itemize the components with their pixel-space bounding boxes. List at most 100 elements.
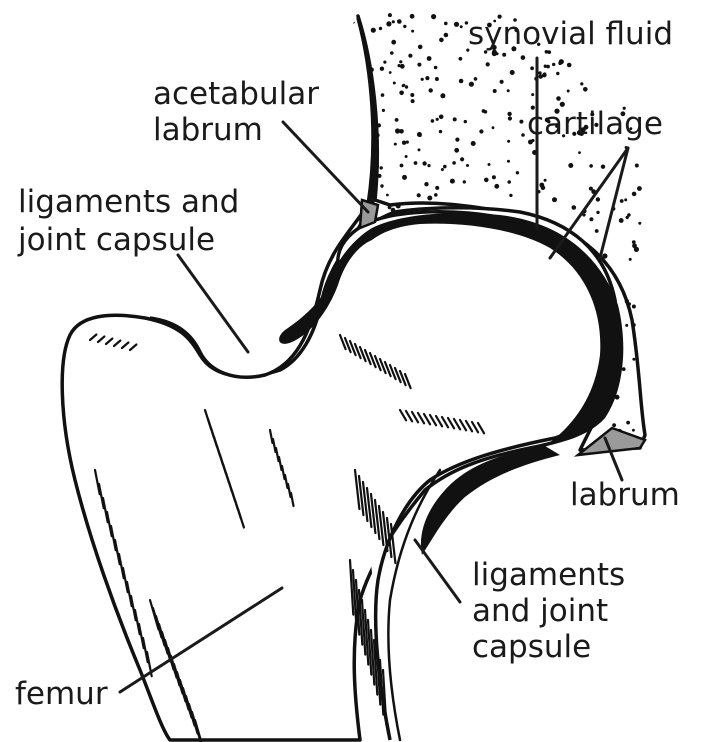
stipple-dot: [580, 82, 583, 85]
stipple-dot: [589, 164, 593, 168]
stipple-dot: [488, 163, 491, 166]
stipple-dot: [379, 27, 382, 30]
stipple-dot: [507, 160, 510, 163]
stipple-dot: [439, 115, 444, 120]
stipple-dot: [464, 120, 467, 123]
stipple-dot: [469, 82, 474, 87]
stipple-dot: [388, 13, 392, 17]
stipple-dot: [398, 64, 401, 67]
stipple-dot: [638, 222, 641, 225]
stipple-dot: [439, 38, 444, 43]
stipple-dot: [396, 204, 401, 209]
stipple-dot: [637, 186, 642, 191]
stipple-dot: [583, 87, 588, 92]
stipple-dot: [402, 175, 407, 180]
stipple-dot: [381, 93, 385, 97]
stipple-dot: [635, 164, 639, 168]
stipple-dot: [411, 99, 415, 103]
stipple-dot: [422, 161, 426, 165]
stipple-dot: [471, 141, 476, 146]
stipple-dot: [622, 367, 626, 371]
stipple-dot: [431, 14, 436, 19]
stipple-dot: [439, 130, 442, 133]
stipple-dot: [435, 77, 439, 81]
stipple-dot: [427, 196, 432, 201]
stipple-dot: [602, 253, 607, 258]
label-ligaments-bottom-2: and joint: [472, 593, 608, 629]
stipple-dot: [530, 66, 534, 70]
leader-cartilage-1: [550, 148, 628, 258]
stipple-dot: [417, 63, 421, 67]
stipple-dot: [486, 62, 490, 66]
stipple-dot: [459, 57, 463, 61]
stipple-dot: [386, 21, 391, 26]
stipple-dot: [632, 323, 636, 327]
stipple-dot: [390, 51, 394, 55]
stipple-dot: [418, 148, 421, 151]
stipple-dot: [459, 79, 464, 84]
leader-ligaments-bottom: [415, 540, 460, 602]
stipple-dot: [424, 182, 428, 186]
stipple-dot: [386, 194, 389, 197]
stipple-dot: [455, 138, 459, 142]
stipple-dot: [596, 197, 600, 201]
stipple-dot: [444, 22, 448, 26]
stipple-dot: [427, 164, 430, 167]
stipple-dot: [508, 116, 512, 120]
label-ligaments-bottom-1: ligaments: [472, 557, 625, 593]
hatch-stroke: [371, 630, 374, 685]
stipple-dot: [376, 165, 380, 169]
stipple-dot: [619, 218, 624, 223]
hatch-stroke: [368, 620, 371, 675]
stipple-dot: [454, 22, 459, 27]
stipple-dot: [589, 217, 593, 221]
stipple-dot: [417, 132, 422, 137]
stipple-dot: [494, 184, 499, 189]
stipple-dot: [452, 161, 456, 165]
stipple-dot: [460, 25, 463, 28]
stipple-dot: [632, 358, 635, 361]
label-labrum: labrum: [570, 477, 680, 513]
stipple-dot: [440, 93, 445, 98]
stipple-dot: [399, 91, 404, 96]
stipple-dot: [484, 178, 489, 183]
stipple-dot: [405, 85, 408, 88]
stipple-dot: [546, 65, 550, 69]
stipple-dot: [429, 88, 433, 92]
stipple-dot: [567, 90, 570, 93]
stipple-dot: [572, 205, 577, 210]
stipple-dot: [632, 192, 637, 197]
stipple-dot: [463, 180, 466, 183]
label-cartilage: cartilage: [527, 106, 663, 142]
stipple-dot: [479, 129, 483, 133]
label-acetabular-labrum-2: labrum: [153, 112, 263, 148]
stipple-dot: [492, 126, 495, 129]
stipple-dot: [400, 164, 404, 168]
stipple-dot: [403, 25, 406, 28]
stipple-dot: [382, 109, 385, 112]
stipple-dot: [624, 198, 627, 201]
stipple-dot: [450, 179, 455, 184]
stipple-dot: [521, 133, 525, 137]
stipple-dot: [502, 53, 506, 57]
stipple-dot: [484, 110, 488, 114]
stipple-dot: [410, 93, 414, 97]
stipple-dot: [431, 119, 435, 123]
stipple-dot: [516, 171, 519, 174]
label-acetabular-labrum-1: acetabular: [153, 76, 319, 112]
stipple-dot: [425, 76, 429, 80]
stipple-dot: [567, 63, 572, 68]
stipple-dot: [380, 184, 383, 187]
label-ligaments-top-1: ligaments and: [18, 184, 239, 220]
stipple-dot: [632, 240, 636, 244]
stipple-dot: [402, 141, 406, 145]
hatch-stroke: [365, 610, 368, 665]
stipple-dot: [378, 174, 382, 178]
stipple-dot: [632, 429, 635, 432]
stipple-dot: [421, 78, 424, 81]
stipple-dot: [411, 30, 414, 33]
stipple-dot: [507, 112, 511, 116]
stipple-dot: [538, 71, 541, 74]
stipple-dot: [388, 206, 392, 210]
stipple-dot: [408, 54, 412, 58]
